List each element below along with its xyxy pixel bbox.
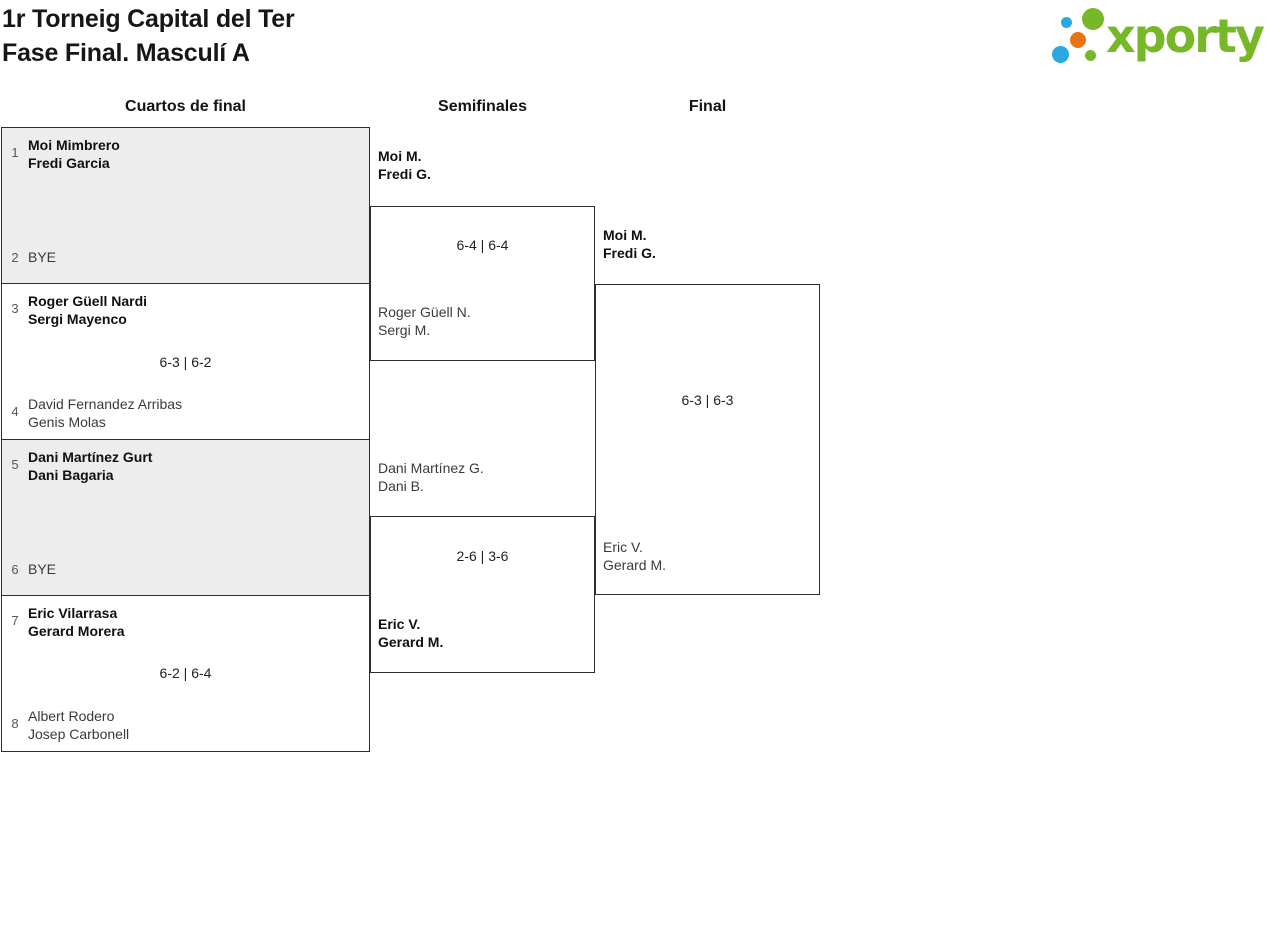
quarterfinal-4-box (1, 595, 370, 752)
qf2-team-top: Roger Güell Nardi Sergi Mayenco (28, 292, 147, 328)
qf4-team-bottom-player2: Josep Carbonell (28, 726, 130, 742)
qf1-seed-bottom: 2 (11, 250, 19, 265)
logo-dot-blue-small-icon (1061, 17, 1072, 28)
sf1-team-bottom-player2: Sergi M. (378, 322, 431, 338)
qf2-team-top-player1: Roger Güell Nardi (28, 293, 148, 309)
qf4-team-top-player2: Gerard Morera (28, 623, 125, 639)
final-team-top-player2: Fredi G. (603, 245, 656, 261)
qf3-team-top-player2: Dani Bagaria (28, 467, 114, 483)
qf2-team-bottom: David Fernandez Arribas Genis Molas (28, 395, 182, 431)
final-team-top: Moi M. Fredi G. (603, 226, 656, 262)
sf2-team-bottom-player2: Gerard M. (378, 634, 444, 650)
sf2-team-top-player2: Dani B. (378, 478, 424, 494)
round-header-quarterfinals: Cuartos de final (125, 98, 246, 115)
quarterfinal-3-box (1, 439, 370, 596)
sf2-team-top-player1: Dani Martínez G. (378, 460, 484, 476)
page-title: 1r Torneig Capital del Ter Fase Final. M… (2, 2, 295, 70)
sf1-team-top: Moi M. Fredi G. (378, 147, 431, 183)
sf1-team-top-player1: Moi M. (378, 148, 422, 164)
final-team-top-player1: Moi M. (603, 227, 647, 243)
round-header-semifinals: Semifinales (438, 98, 527, 115)
final-score: 6-3 | 6-3 (681, 392, 734, 408)
sf2-team-bottom: Eric V. Gerard M. (378, 615, 443, 651)
round-header-final: Final (688, 98, 727, 115)
qf1-seed-top: 1 (11, 145, 19, 160)
qf2-score: 6-3 | 6-2 (159, 354, 212, 370)
qf4-team-top-player1: Eric Vilarrasa (28, 605, 118, 621)
qf4-team-top: Eric Vilarrasa Gerard Morera (28, 604, 124, 640)
qf4-seed-bottom: 8 (11, 716, 19, 731)
final-team-bottom: Eric V. Gerard M. (603, 538, 666, 574)
qf1-team-top-player1: Moi Mimbrero (28, 137, 120, 153)
final-box (595, 284, 820, 595)
final-team-bottom-player1: Eric V. (603, 539, 643, 555)
qf4-team-bottom: Albert Rodero Josep Carbonell (28, 707, 129, 743)
qf2-team-top-player2: Sergi Mayenco (28, 311, 127, 327)
semifinal-1-box (370, 206, 595, 361)
sf1-team-bottom-player1: Roger Güell N. (378, 304, 471, 320)
xporty-logo[interactable]: xporty (1050, 3, 1276, 81)
page-title-line2: Fase Final. Masculí A (2, 39, 250, 67)
quarterfinal-1-box (1, 127, 370, 284)
sf1-team-top-player2: Fredi G. (378, 166, 431, 182)
qf2-team-bottom-player1: David Fernandez Arribas (28, 396, 183, 412)
qf3-seed-bottom: 6 (11, 562, 19, 577)
final-team-bottom-player2: Gerard M. (603, 557, 667, 573)
qf2-team-bottom-player2: Genis Molas (28, 414, 106, 430)
logo-dot-orange-icon (1070, 32, 1086, 48)
qf4-seed-top: 7 (11, 613, 19, 628)
qf2-seed-bottom: 4 (11, 404, 19, 419)
qf3-seed-top: 5 (11, 457, 19, 472)
page-title-line1: 1r Torneig Capital del Ter (2, 5, 295, 33)
qf4-team-bottom-player1: Albert Rodero (28, 708, 115, 724)
sf1-score: 6-4 | 6-4 (456, 237, 509, 253)
qf4-score: 6-2 | 6-4 (159, 665, 212, 681)
qf2-seed-top: 3 (11, 301, 19, 316)
semifinal-2-box (370, 516, 595, 673)
logo-dot-blue-large-icon (1052, 46, 1069, 63)
qf3-team-bottom: BYE (28, 561, 57, 577)
sf2-score: 2-6 | 3-6 (456, 548, 509, 564)
sf1-team-bottom: Roger Güell N. Sergi M. (378, 303, 471, 339)
qf1-team-top-player2: Fredi Garcia (28, 155, 110, 171)
qf3-team-top-player1: Dani Martínez Gurt (28, 449, 153, 465)
qf1-team-top: Moi Mimbrero Fredi Garcia (28, 136, 120, 172)
qf1-team-bottom: BYE (28, 249, 57, 265)
logo-dot-green-large-icon (1082, 8, 1104, 30)
qf3-team-top: Dani Martínez Gurt Dani Bagaria (28, 448, 152, 484)
logo-dot-green-small-icon (1085, 50, 1096, 61)
sf2-team-top: Dani Martínez G. Dani B. (378, 459, 484, 495)
logo-wordmark: xporty (1106, 9, 1265, 63)
sf2-team-bottom-player1: Eric V. (378, 616, 421, 632)
